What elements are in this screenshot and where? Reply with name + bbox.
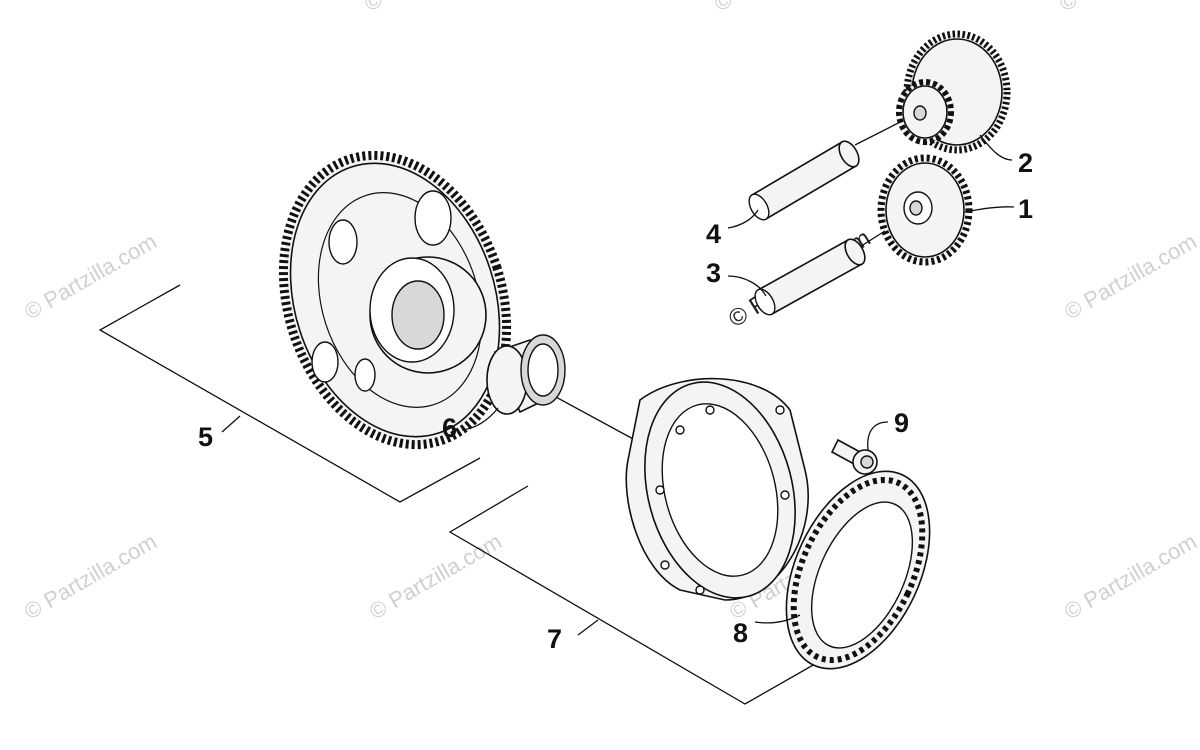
callout-2: 2 <box>1018 148 1033 178</box>
shaft-pin-lower <box>754 238 866 316</box>
watermark-layer: © Partzilla.com © Partzilla.com © Partzi… <box>20 0 1200 624</box>
socket-bolt <box>830 438 878 475</box>
callout-5: 5 <box>198 422 213 452</box>
watermark: © Partzilla.com <box>20 229 161 325</box>
callout-labels: 2 1 4 3 5 6 9 7 8 <box>198 148 1033 654</box>
callout-1: 1 <box>1018 194 1033 224</box>
assembly-bracket-7 <box>448 485 823 705</box>
clutch-housing <box>625 377 809 601</box>
needle-bearing <box>486 334 566 415</box>
watermark: © Partzilla.com <box>1060 529 1200 625</box>
assembly-bracket-5 <box>98 284 481 503</box>
watermark: © Partzilla.com <box>360 0 501 16</box>
watermark: © Partzilla.com <box>1055 0 1196 16</box>
callout-3: 3 <box>706 258 721 288</box>
watermark: © Partzilla.com <box>20 529 161 625</box>
one-way-clutch <box>785 470 931 670</box>
callout-9: 9 <box>894 408 909 438</box>
callout-6: 6 <box>442 413 457 443</box>
watermark: © Partzilla.com <box>1060 229 1200 325</box>
idler-gear <box>877 154 973 266</box>
watermark: © Partzilla.com <box>710 0 851 16</box>
leader-lines <box>461 134 1015 624</box>
shaft-pin-upper <box>748 140 860 221</box>
callout-4: 4 <box>706 219 721 249</box>
callout-7: 7 <box>547 624 562 654</box>
large-driven-gear <box>278 150 512 450</box>
watermark: © Partzilla.com <box>365 529 506 625</box>
callout-8: 8 <box>733 618 748 648</box>
double-gear <box>896 30 1011 154</box>
